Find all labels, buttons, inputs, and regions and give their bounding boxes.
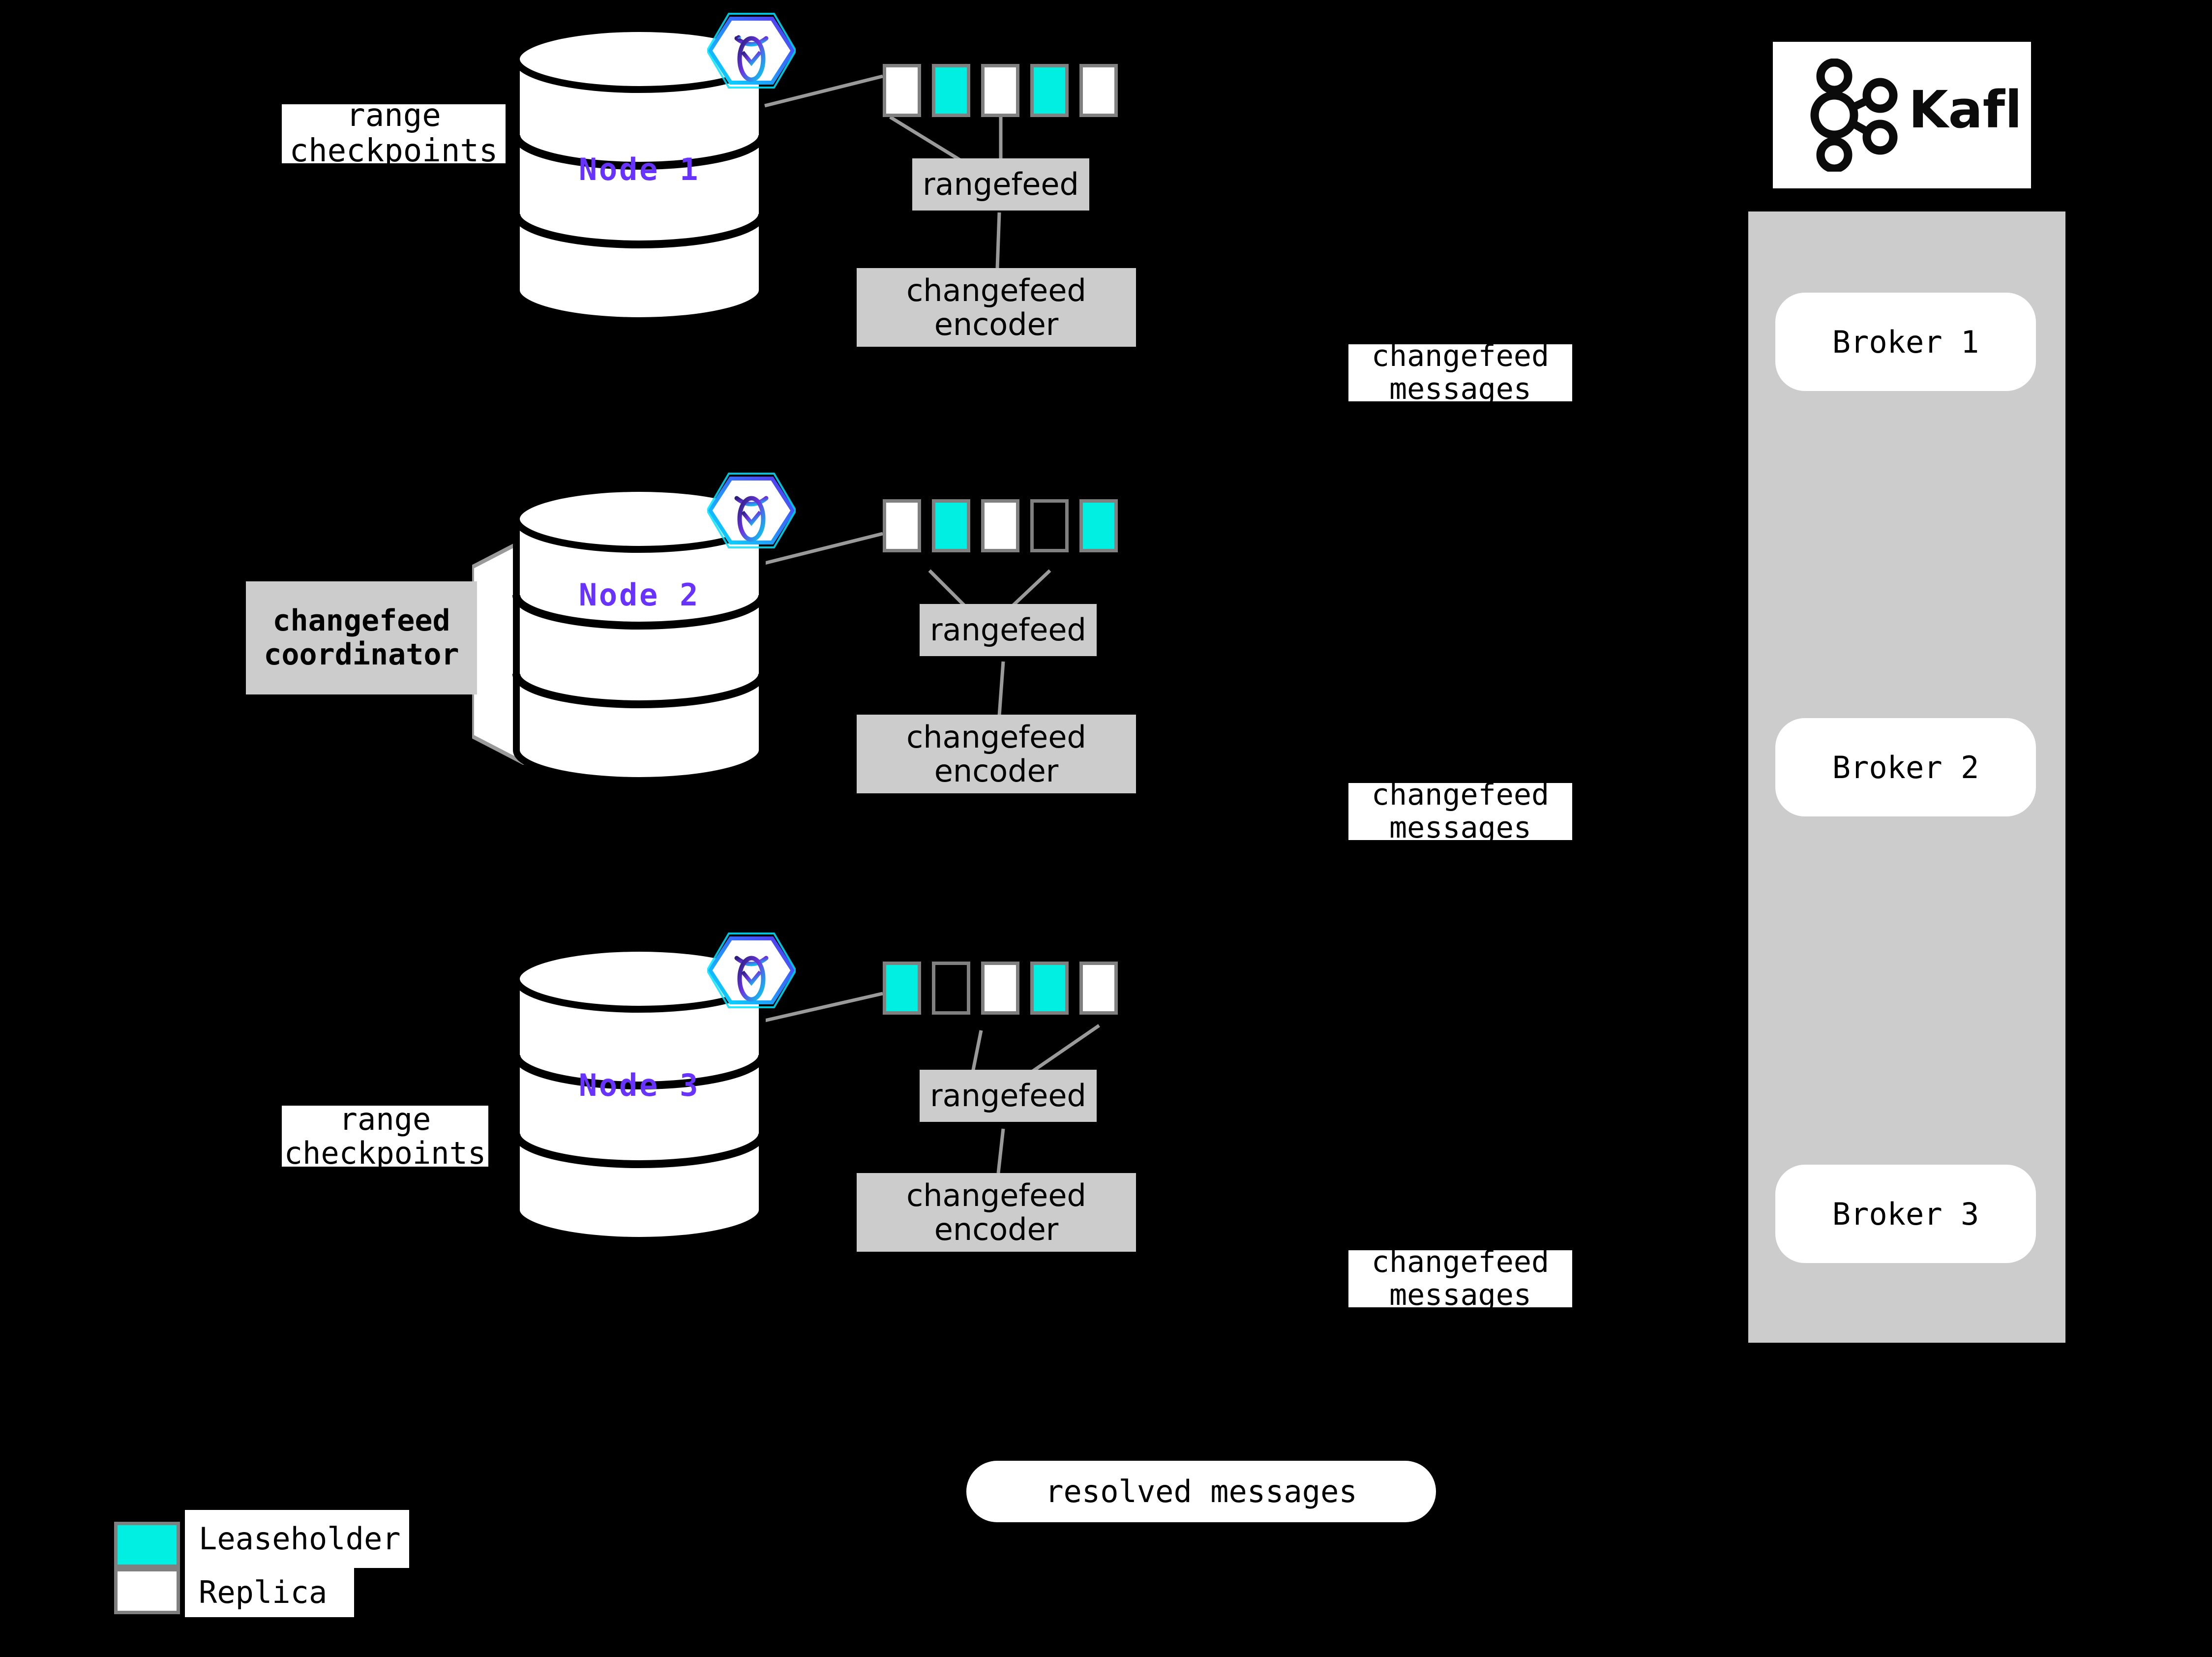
node1-range-checkpoints-label: range checkpoints: [282, 104, 506, 163]
node2-encoder-line2: encoder: [934, 753, 1059, 789]
node3-changefeed-encoder-box[interactable]: changefeed encoder: [857, 1173, 1136, 1252]
node3-label: Node 3: [578, 1067, 700, 1103]
broker-3[interactable]: Broker 3: [1775, 1165, 2036, 1263]
node2-cockroachdb-logo: [706, 465, 797, 556]
node2-rangefeed-box[interactable]: rangefeed: [920, 604, 1097, 656]
node1-messages-line2: messages: [1389, 372, 1531, 401]
node1-label: Node 1: [578, 151, 700, 187]
node3-range-0[interactable]: [883, 962, 921, 1015]
broker-2[interactable]: Broker 2: [1775, 718, 2036, 816]
node3-cockroachdb-logo: [706, 925, 797, 1016]
node3-rangefeed-box[interactable]: rangefeed: [920, 1070, 1097, 1122]
node2-encoder-line1: changefeed: [906, 719, 1086, 755]
node2-changefeed-messages-label: changefeed messages: [1348, 783, 1572, 840]
node1-encoder-line1: changefeed: [906, 272, 1086, 308]
broker-2-label: Broker 2: [1832, 749, 1979, 785]
node3-cylinder[interactable]: Node 3: [511, 944, 767, 1244]
broker-1-label: Broker 1: [1832, 324, 1979, 360]
node1-messages-line1: changefeed: [1371, 344, 1550, 373]
broker-3-label: Broker 3: [1832, 1196, 1979, 1232]
kafka-wordmark: Kafka: [1909, 80, 2018, 140]
node3-range-2[interactable]: [981, 962, 1019, 1015]
node2-changefeed-coordinator-box[interactable]: changefeed coordinator: [246, 581, 477, 694]
node1-changefeed-encoder-box[interactable]: changefeed encoder: [857, 268, 1136, 347]
node2-changefeed-encoder-box[interactable]: changefeed encoder: [857, 715, 1136, 793]
node3-range-checkpoints-line1: range: [339, 1106, 431, 1137]
node3-encoder-line2: encoder: [934, 1211, 1059, 1247]
node2-range-2[interactable]: [981, 499, 1019, 552]
node3-encoder-line1: changefeed: [906, 1177, 1086, 1213]
node1-rangefeed-box[interactable]: rangefeed: [912, 158, 1089, 211]
legend-label-replica: Replica: [199, 1574, 328, 1611]
node1-cylinder[interactable]: Node 1: [511, 25, 767, 325]
node2-coordinator-line2: coordinator: [264, 637, 459, 672]
node2-range-4[interactable]: [1079, 499, 1118, 552]
node2-range-0[interactable]: [883, 499, 921, 552]
node2-messages-line1: changefeed: [1371, 783, 1550, 812]
broker-1[interactable]: Broker 1: [1775, 293, 2036, 391]
node1-range-2[interactable]: [981, 64, 1019, 117]
node1-encoder-line2: encoder: [934, 306, 1059, 342]
kafka-logo-plate: Kafka: [1773, 42, 2031, 188]
node2-rangefeed-label: rangefeed: [930, 612, 1086, 648]
legend-label-replica-plate: Replica: [185, 1568, 354, 1617]
node3-range-checkpoints-line2: checkpoints: [284, 1135, 486, 1167]
node1-rangefeed-label: rangefeed: [923, 166, 1079, 203]
node3-range-4[interactable]: [1079, 962, 1118, 1015]
node2-range-1[interactable]: [932, 499, 970, 552]
node1-range-0[interactable]: [883, 64, 921, 117]
node2-coordinator-line1: changefeed: [272, 603, 450, 638]
legend-swatch-replica: [114, 1568, 180, 1614]
node2-messages-line2: messages: [1389, 811, 1531, 840]
node1-range-checkpoints-line1: range: [346, 104, 441, 134]
resolved-messages-label: resolved messages: [1045, 1474, 1357, 1509]
resolved-messages-pill[interactable]: resolved messages: [966, 1461, 1436, 1522]
node3-range-3[interactable]: [1030, 962, 1069, 1015]
node1-cockroachdb-logo: [706, 5, 797, 96]
legend-swatch-leaseholder: [114, 1522, 180, 1568]
node3-rangefeed-label: rangefeed: [930, 1078, 1086, 1114]
node2-cylinder[interactable]: Node 2: [511, 484, 767, 784]
node1-range-3[interactable]: [1030, 64, 1069, 117]
node3-range-checkpoints-label: range checkpoints: [282, 1106, 488, 1167]
node3-messages-line1: changefeed: [1371, 1250, 1550, 1279]
legend-label-leaseholder: Leaseholder: [199, 1521, 401, 1557]
kafka-logo: Kafka: [1810, 59, 2018, 172]
node2-range-3[interactable]: [1030, 499, 1069, 552]
legend-label-leaseholder-plate: Leaseholder: [185, 1510, 409, 1568]
node1-range-checkpoints-line2: checkpoints: [289, 133, 498, 163]
node1-range-1[interactable]: [932, 64, 970, 117]
node2-label: Node 2: [578, 577, 700, 613]
node1-range-4[interactable]: [1079, 64, 1118, 117]
node3-range-1[interactable]: [932, 962, 970, 1015]
node3-messages-line2: messages: [1389, 1278, 1531, 1307]
node1-changefeed-messages-label: changefeed messages: [1348, 344, 1572, 401]
node3-changefeed-messages-label: changefeed messages: [1348, 1250, 1572, 1307]
